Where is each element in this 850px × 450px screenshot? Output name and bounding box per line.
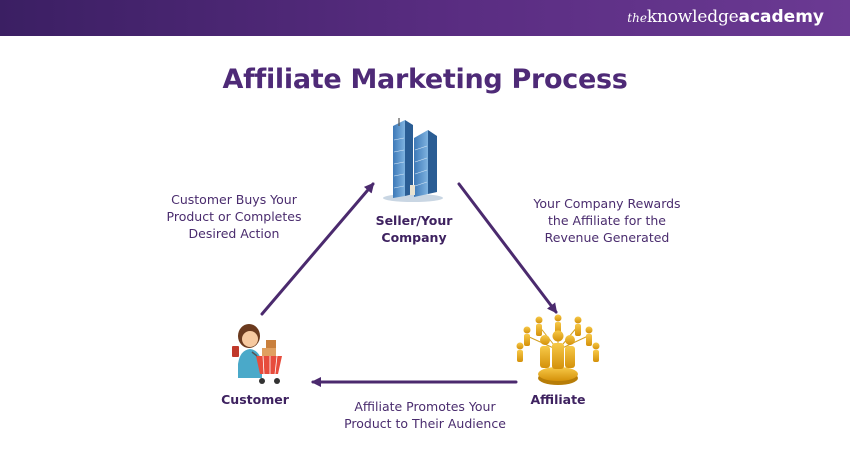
edge-caption-line: Affiliate Promotes Your (354, 399, 496, 414)
node-affiliate-label: Affiliate (530, 392, 586, 407)
brand-knowledge: knowledge (646, 7, 739, 27)
edge-affiliate-to-customer-caption: Affiliate Promotes Your Product to Their… (325, 398, 525, 432)
network-people-icon (516, 314, 600, 385)
edge-caption-line: Desired Action (188, 226, 280, 241)
node-seller-line2: Company (381, 230, 447, 245)
edge-caption-line: Revenue Generated (544, 230, 670, 245)
node-seller-line1: Seller/Your (375, 213, 453, 228)
edge-seller-to-affiliate-caption: Your Company Rewards the Affiliate for t… (516, 195, 698, 246)
brand-the: the (627, 11, 647, 25)
arrow-seller-to-affiliate (457, 182, 558, 314)
edge-caption-line: Your Company Rewards (533, 196, 681, 211)
brand-logo: theknowledgeacademy (627, 7, 824, 27)
brand-academy: academy (738, 7, 824, 27)
header-bar: theknowledgeacademy (0, 0, 850, 36)
arrow-customer-to-seller (260, 182, 375, 316)
node-customer-label: Customer (221, 392, 289, 407)
diagram-title: Affiliate Marketing Process (222, 64, 628, 95)
shopper-with-cart-icon (232, 324, 282, 384)
edge-caption-line: the Affiliate for the (548, 213, 666, 228)
edge-caption-line: Product to Their Audience (344, 416, 506, 431)
edge-customer-to-seller-caption: Customer Buys Your Product or Completes … (148, 191, 320, 242)
edge-caption-line: Customer Buys Your (171, 192, 297, 207)
edge-caption-line: Product or Completes (166, 209, 302, 224)
node-seller-label: Seller/Your Company (366, 212, 462, 246)
skyscraper-icon (383, 118, 443, 202)
